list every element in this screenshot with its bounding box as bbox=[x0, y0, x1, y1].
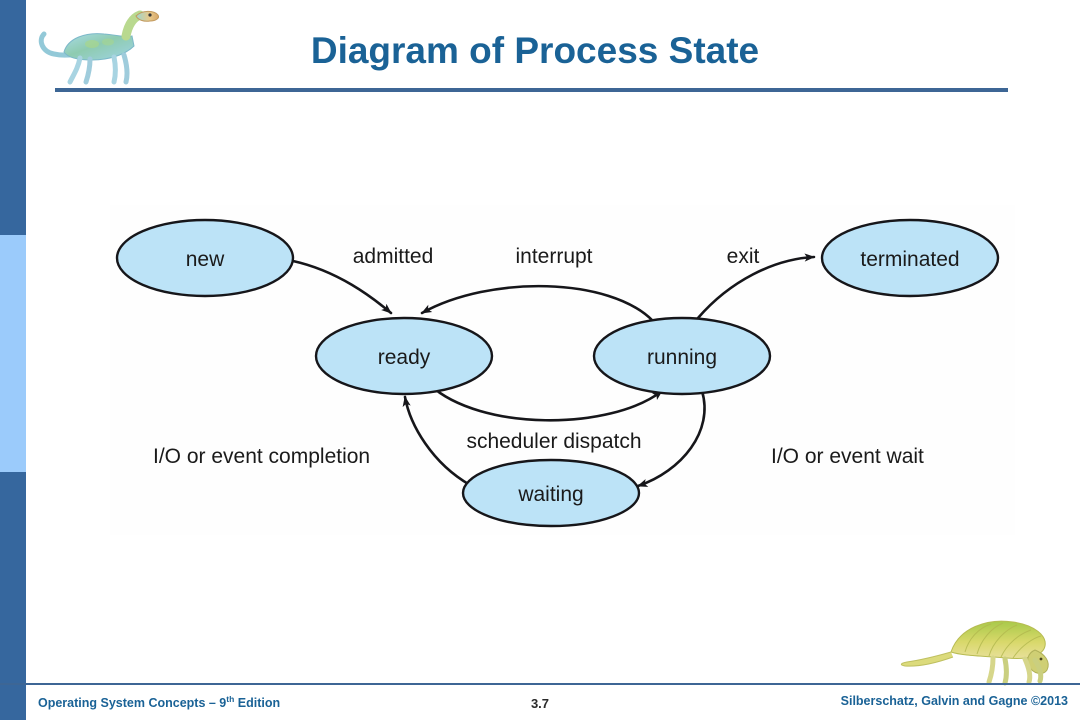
state-node-terminated-label: terminated bbox=[860, 248, 959, 271]
edge-label-exit: exit bbox=[727, 245, 760, 268]
state-node-ready-label: ready bbox=[378, 346, 431, 369]
edge-label-admitted: admitted bbox=[353, 245, 434, 268]
edge-waiting-to-ready bbox=[402, 395, 472, 487]
rail-segment-top bbox=[0, 0, 26, 235]
footer-divider bbox=[0, 683, 1080, 685]
state-node-terminated[interactable]: terminated bbox=[820, 218, 1000, 298]
edge-ready-to-running bbox=[428, 383, 664, 422]
state-node-new[interactable]: new bbox=[115, 218, 295, 298]
rail-segment-bottom bbox=[0, 472, 26, 720]
title-divider bbox=[55, 88, 1008, 92]
page-number: 3.7 bbox=[530, 696, 550, 711]
state-node-ready[interactable]: ready bbox=[314, 316, 494, 396]
edge-label-io-event-wait: I/O or event wait bbox=[771, 445, 924, 468]
footer-edition-text: Operating System Concepts – 9th Edition bbox=[38, 694, 280, 710]
rail-segment-middle bbox=[0, 235, 26, 472]
state-node-new-label: new bbox=[186, 248, 225, 271]
footer-edition-prefix: Operating System Concepts – 9 bbox=[38, 696, 227, 711]
state-node-waiting[interactable]: waiting bbox=[461, 458, 641, 528]
edge-running-to-terminated bbox=[696, 253, 816, 320]
edge-label-scheduler-dispatch: scheduler dispatch bbox=[466, 430, 641, 453]
edge-label-interrupt: interrupt bbox=[515, 245, 592, 268]
state-node-running-label: running bbox=[647, 346, 717, 369]
state-node-running[interactable]: running bbox=[592, 316, 772, 396]
footer-copyright: Silberschatz, Galvin and Gagne ©2013 bbox=[840, 694, 1068, 708]
edge-new-to-ready bbox=[291, 259, 393, 315]
edge-label-io-event-completion: I/O or event completion bbox=[153, 445, 370, 468]
left-decorative-rail bbox=[0, 0, 26, 720]
dinosaur-logo-icon bbox=[38, 10, 159, 85]
state-node-waiting-label: waiting bbox=[517, 483, 583, 506]
spinosaurus-logo-icon bbox=[900, 620, 1049, 686]
footer-edition-ordinal: th bbox=[226, 694, 235, 704]
footer-edition-suffix: Edition bbox=[234, 696, 281, 711]
edge-running-to-waiting bbox=[636, 389, 706, 488]
edge-running-to-ready bbox=[420, 284, 655, 323]
page-title: Diagram of Process State bbox=[310, 30, 760, 71]
process-state-diagram: new ready running terminated waiting adm… bbox=[110, 205, 1015, 535]
